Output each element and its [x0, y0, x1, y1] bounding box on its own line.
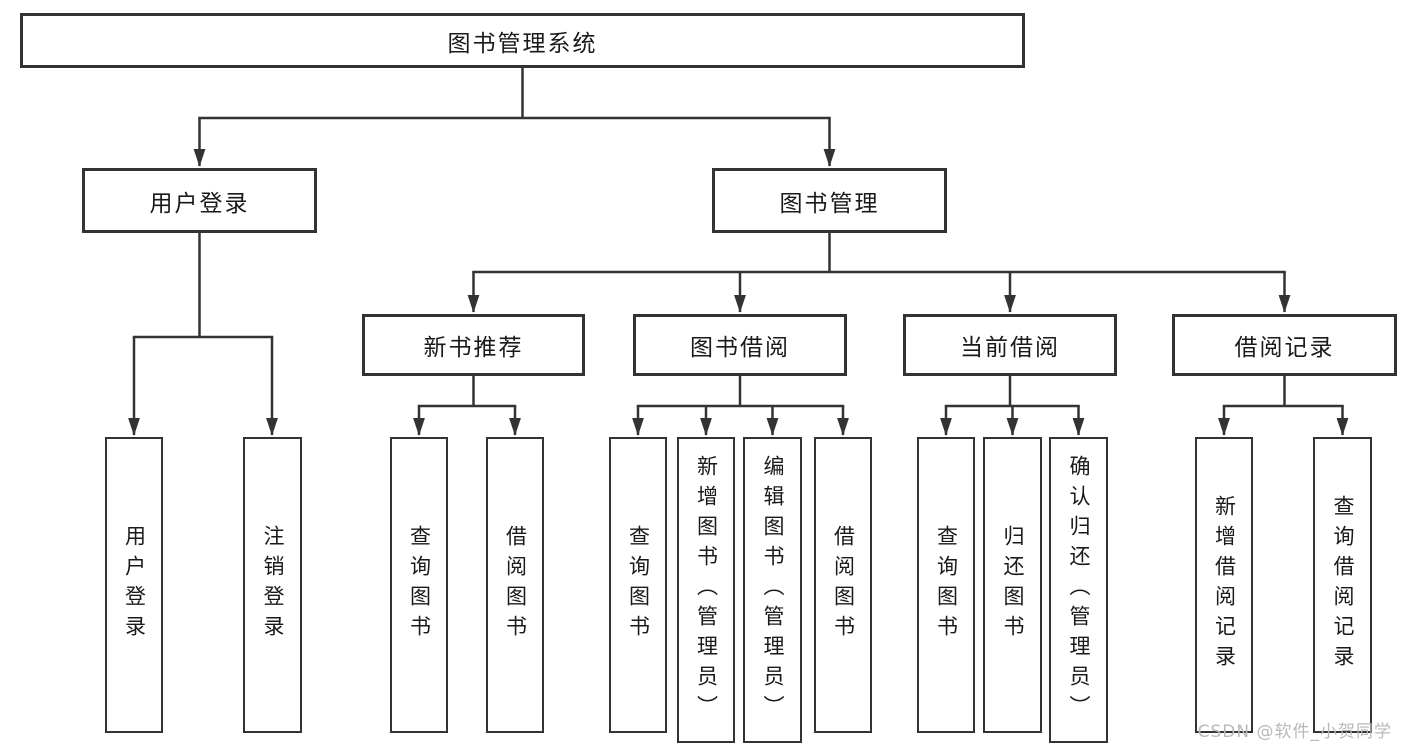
- leaf-label: 注销登录: [261, 525, 285, 645]
- leaf-label: 查询图书: [407, 525, 432, 645]
- leaf-query-borrow-record: 查询借阅记录: [1313, 437, 1372, 733]
- node-borrowing-records: 借阅记录: [1172, 314, 1397, 376]
- leaf-label: 确认归还（管理员）: [1067, 455, 1091, 725]
- connector-book-management-to-level3: [467, 233, 1291, 313]
- leaf-label: 借阅图书: [831, 525, 856, 645]
- leaf-label: 归还图书: [1001, 525, 1025, 645]
- node-label: 图书管理: [779, 190, 880, 217]
- node-label: 图书借阅: [690, 335, 790, 361]
- leaf-borrow-books-recommend: 借阅图书: [486, 437, 544, 733]
- leaf-user-login: 用户登录: [105, 437, 163, 733]
- connector-user-login-children: [128, 233, 278, 436]
- connector-current-borrowing-children: [940, 376, 1085, 436]
- leaf-label: 查询图书: [626, 525, 651, 645]
- node-user-login: 用户登录: [82, 168, 317, 233]
- csdn-watermark: CSDN @软件_小贺同学: [1197, 722, 1392, 742]
- leaf-return-books: 归还图书: [983, 437, 1042, 733]
- node-label: 当前借阅: [960, 335, 1060, 361]
- node-book-management: 图书管理: [712, 168, 947, 233]
- connector-root-to-level2: [193, 68, 836, 167]
- connector-new-book-recommendation-children: [413, 376, 521, 436]
- node-new-book-recommendation: 新书推荐: [362, 314, 585, 376]
- leaf-label: 用户登录: [122, 525, 147, 645]
- node-library-system-root: 图书管理系统: [20, 13, 1025, 68]
- node-book-borrowing: 图书借阅: [633, 314, 847, 376]
- leaf-confirm-return-admin: 确认归还（管理员）: [1049, 437, 1108, 743]
- leaf-query-books-recommend: 查询图书: [390, 437, 448, 733]
- node-label: 借阅记录: [1234, 335, 1335, 361]
- leaf-label: 编辑图书（管理员）: [761, 455, 785, 725]
- connector-borrowing-records-children: [1218, 376, 1349, 436]
- leaf-label: 新增借阅记录: [1212, 495, 1237, 675]
- node-label: 图书管理系统: [447, 30, 598, 57]
- connector-book-borrowing-children: [632, 376, 849, 436]
- leaf-query-books-current: 查询图书: [917, 437, 975, 733]
- node-current-borrowing: 当前借阅: [903, 314, 1117, 376]
- leaf-borrow-books-borrowing: 借阅图书: [814, 437, 872, 733]
- leaf-label: 借阅图书: [503, 525, 528, 645]
- leaf-edit-books-admin: 编辑图书（管理员）: [743, 437, 802, 743]
- leaf-logout-login: 注销登录: [243, 437, 302, 733]
- leaf-label: 查询借阅记录: [1331, 495, 1355, 675]
- leaf-label: 新增图书（管理员）: [694, 455, 719, 725]
- leaf-add-books-admin: 新增图书（管理员）: [677, 437, 735, 743]
- node-label: 新书推荐: [423, 335, 524, 361]
- leaf-query-books-borrowing: 查询图书: [609, 437, 667, 733]
- leaf-add-borrow-record: 新增借阅记录: [1195, 437, 1253, 733]
- node-label: 用户登录: [149, 190, 250, 217]
- leaf-label: 查询图书: [934, 525, 959, 645]
